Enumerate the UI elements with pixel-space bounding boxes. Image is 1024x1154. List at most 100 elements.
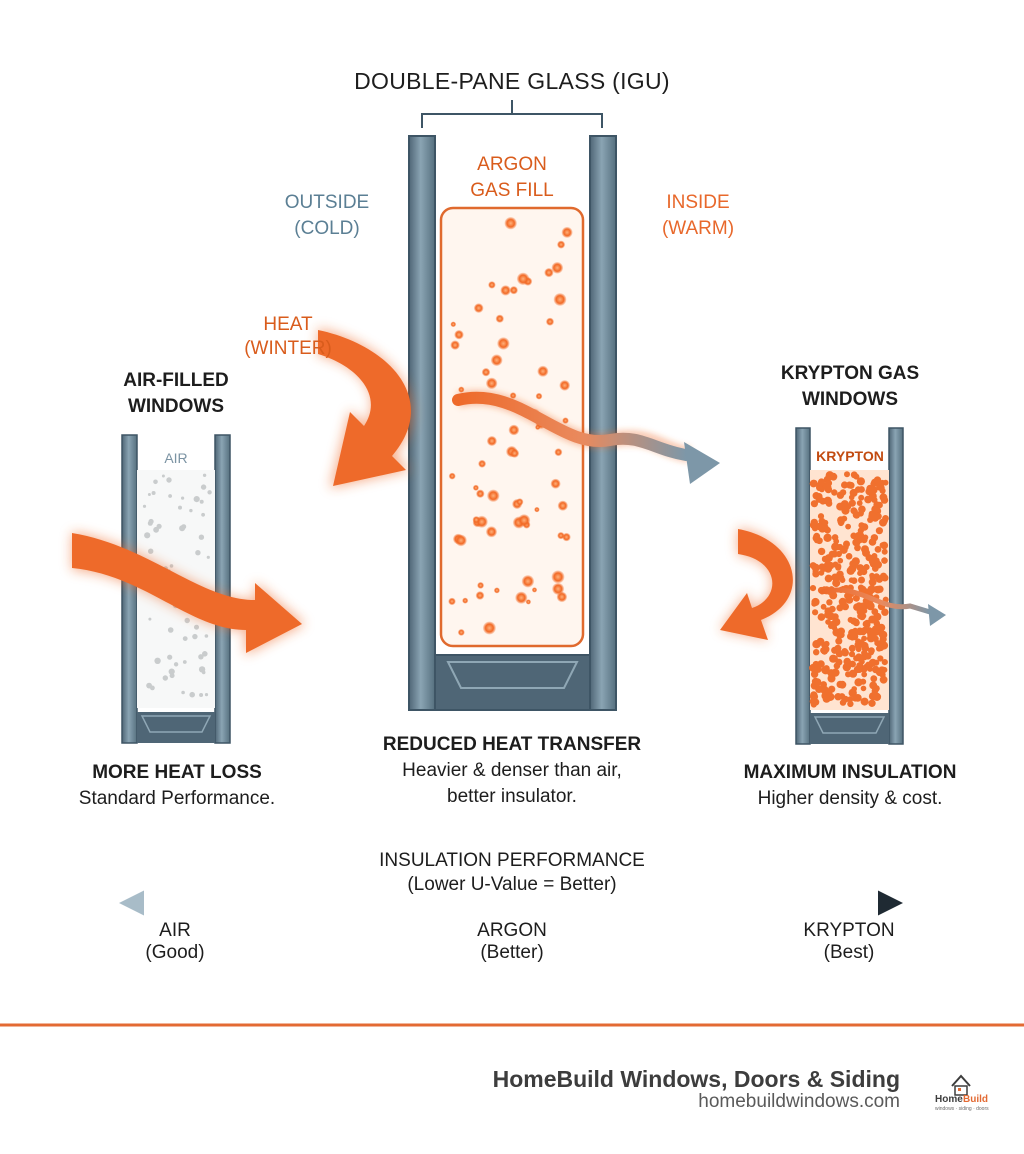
krypton-molecule bbox=[868, 649, 874, 656]
argon-note-line2: better insulator. bbox=[447, 786, 577, 807]
diagram-title: DOUBLE-PANE GLASS (IGU) bbox=[354, 68, 670, 94]
argon-molecule bbox=[448, 472, 456, 480]
krypton-molecule bbox=[871, 608, 879, 616]
svg-text:Build: Build bbox=[963, 1094, 988, 1105]
air-result: MORE HEAT LOSS bbox=[92, 762, 262, 783]
krypton-molecule bbox=[812, 609, 819, 616]
krypton-molecule bbox=[817, 547, 826, 556]
krypton-molecule bbox=[835, 564, 842, 571]
heat-arrow-winter bbox=[318, 330, 411, 486]
argon-molecule bbox=[550, 478, 561, 489]
krypton-molecule bbox=[855, 646, 862, 653]
krypton-molecule bbox=[881, 659, 888, 666]
air-molecule bbox=[198, 534, 205, 540]
krypton-molecule bbox=[870, 616, 877, 622]
krypton-molecule bbox=[866, 601, 875, 611]
argon-molecule bbox=[473, 303, 484, 313]
krypton-molecule bbox=[835, 649, 844, 658]
air-heading: AIR-FILLED bbox=[123, 370, 229, 391]
argon-molecule bbox=[562, 417, 569, 424]
argon-molecule bbox=[525, 599, 532, 605]
krypton-molecule bbox=[862, 548, 870, 557]
krypton-molecule bbox=[868, 659, 876, 667]
heat-transfer-arrowhead-argon bbox=[684, 442, 720, 484]
scale-stop-argon-grade: (Better) bbox=[480, 942, 544, 963]
krypton-molecule bbox=[847, 700, 854, 708]
krypton-molecule bbox=[872, 506, 879, 514]
argon-molecule bbox=[556, 591, 568, 603]
argon-pane-inner bbox=[589, 135, 617, 711]
krypton-molecule bbox=[848, 577, 855, 583]
air-pane-outer bbox=[121, 434, 138, 744]
krypton-molecule bbox=[809, 697, 818, 706]
krypton-molecule bbox=[842, 544, 849, 551]
krypton-molecule bbox=[835, 637, 843, 645]
air-molecule bbox=[181, 690, 185, 695]
argon-molecule bbox=[546, 317, 554, 326]
argon-molecule bbox=[521, 575, 535, 588]
krypton-molecule bbox=[837, 557, 844, 564]
air-molecule bbox=[167, 654, 173, 660]
krypton-molecule bbox=[817, 478, 826, 486]
krypton-molecule bbox=[845, 523, 851, 530]
krypton-molecule bbox=[868, 557, 877, 566]
krypton-molecule bbox=[832, 617, 841, 627]
argon-molecule bbox=[557, 240, 566, 249]
krypton-molecule bbox=[856, 500, 863, 506]
krypton-molecule bbox=[823, 496, 832, 505]
air-molecule bbox=[154, 657, 161, 664]
krypton-molecule bbox=[836, 604, 844, 612]
scale-subheading: (Lower U-Value = Better) bbox=[407, 874, 617, 895]
krypton-molecule bbox=[813, 532, 821, 540]
krypton-molecule bbox=[831, 534, 839, 541]
krypton-molecule bbox=[831, 489, 838, 496]
krypton-molecule bbox=[815, 493, 823, 500]
krypton-molecule bbox=[879, 630, 888, 639]
krypton-molecule bbox=[813, 649, 820, 656]
krypton-molecule bbox=[861, 626, 869, 634]
svg-text:Home: Home bbox=[935, 1094, 963, 1105]
krypton-molecule bbox=[874, 546, 882, 553]
krypton-molecule bbox=[853, 665, 862, 674]
krypton-molecule bbox=[845, 671, 852, 678]
krypton-molecule bbox=[855, 602, 863, 610]
argon-molecule bbox=[510, 448, 520, 458]
argon-molecule bbox=[562, 532, 571, 542]
scale-stop-air: AIR bbox=[159, 920, 191, 941]
krypton-molecule bbox=[845, 481, 853, 489]
argon-spacer bbox=[434, 654, 591, 711]
argon-molecule bbox=[515, 591, 528, 604]
krypton-molecule bbox=[848, 651, 856, 658]
argon-molecules bbox=[448, 217, 573, 636]
scale-stop-argon: ARGON bbox=[477, 920, 547, 941]
krypton-molecule bbox=[866, 484, 874, 493]
krypton-molecule bbox=[848, 688, 857, 698]
krypton-molecule bbox=[823, 640, 830, 647]
krypton-molecule bbox=[868, 699, 876, 707]
krypton-molecule bbox=[817, 513, 825, 520]
argon-molecule bbox=[497, 337, 510, 350]
argon-molecule bbox=[516, 272, 530, 285]
krypton-molecule bbox=[817, 613, 826, 621]
krypton-molecule bbox=[879, 675, 888, 684]
air-molecule bbox=[204, 693, 209, 697]
krypton-molecule bbox=[837, 627, 845, 636]
krypton-molecule bbox=[876, 645, 882, 652]
homebuild-logo: Home Build windows · siding · doors bbox=[935, 1074, 989, 1112]
krypton-molecule bbox=[875, 527, 884, 535]
air-molecule bbox=[182, 636, 188, 641]
argon-molecule bbox=[486, 436, 497, 446]
argon-molecule bbox=[455, 534, 467, 547]
company-url[interactable]: homebuildwindows.com bbox=[698, 1091, 900, 1112]
heat-arrow-krypton bbox=[720, 529, 793, 640]
argon-molecule bbox=[486, 526, 497, 538]
krypton-molecule bbox=[841, 648, 848, 655]
krypton-molecule bbox=[869, 572, 875, 579]
air-molecule bbox=[204, 634, 209, 638]
krypton-molecule bbox=[818, 569, 825, 576]
air-molecule bbox=[195, 550, 201, 556]
air-molecule bbox=[162, 675, 168, 681]
air-molecule bbox=[198, 654, 204, 660]
krypton-molecule bbox=[837, 516, 845, 524]
krypton-molecule bbox=[813, 678, 822, 687]
